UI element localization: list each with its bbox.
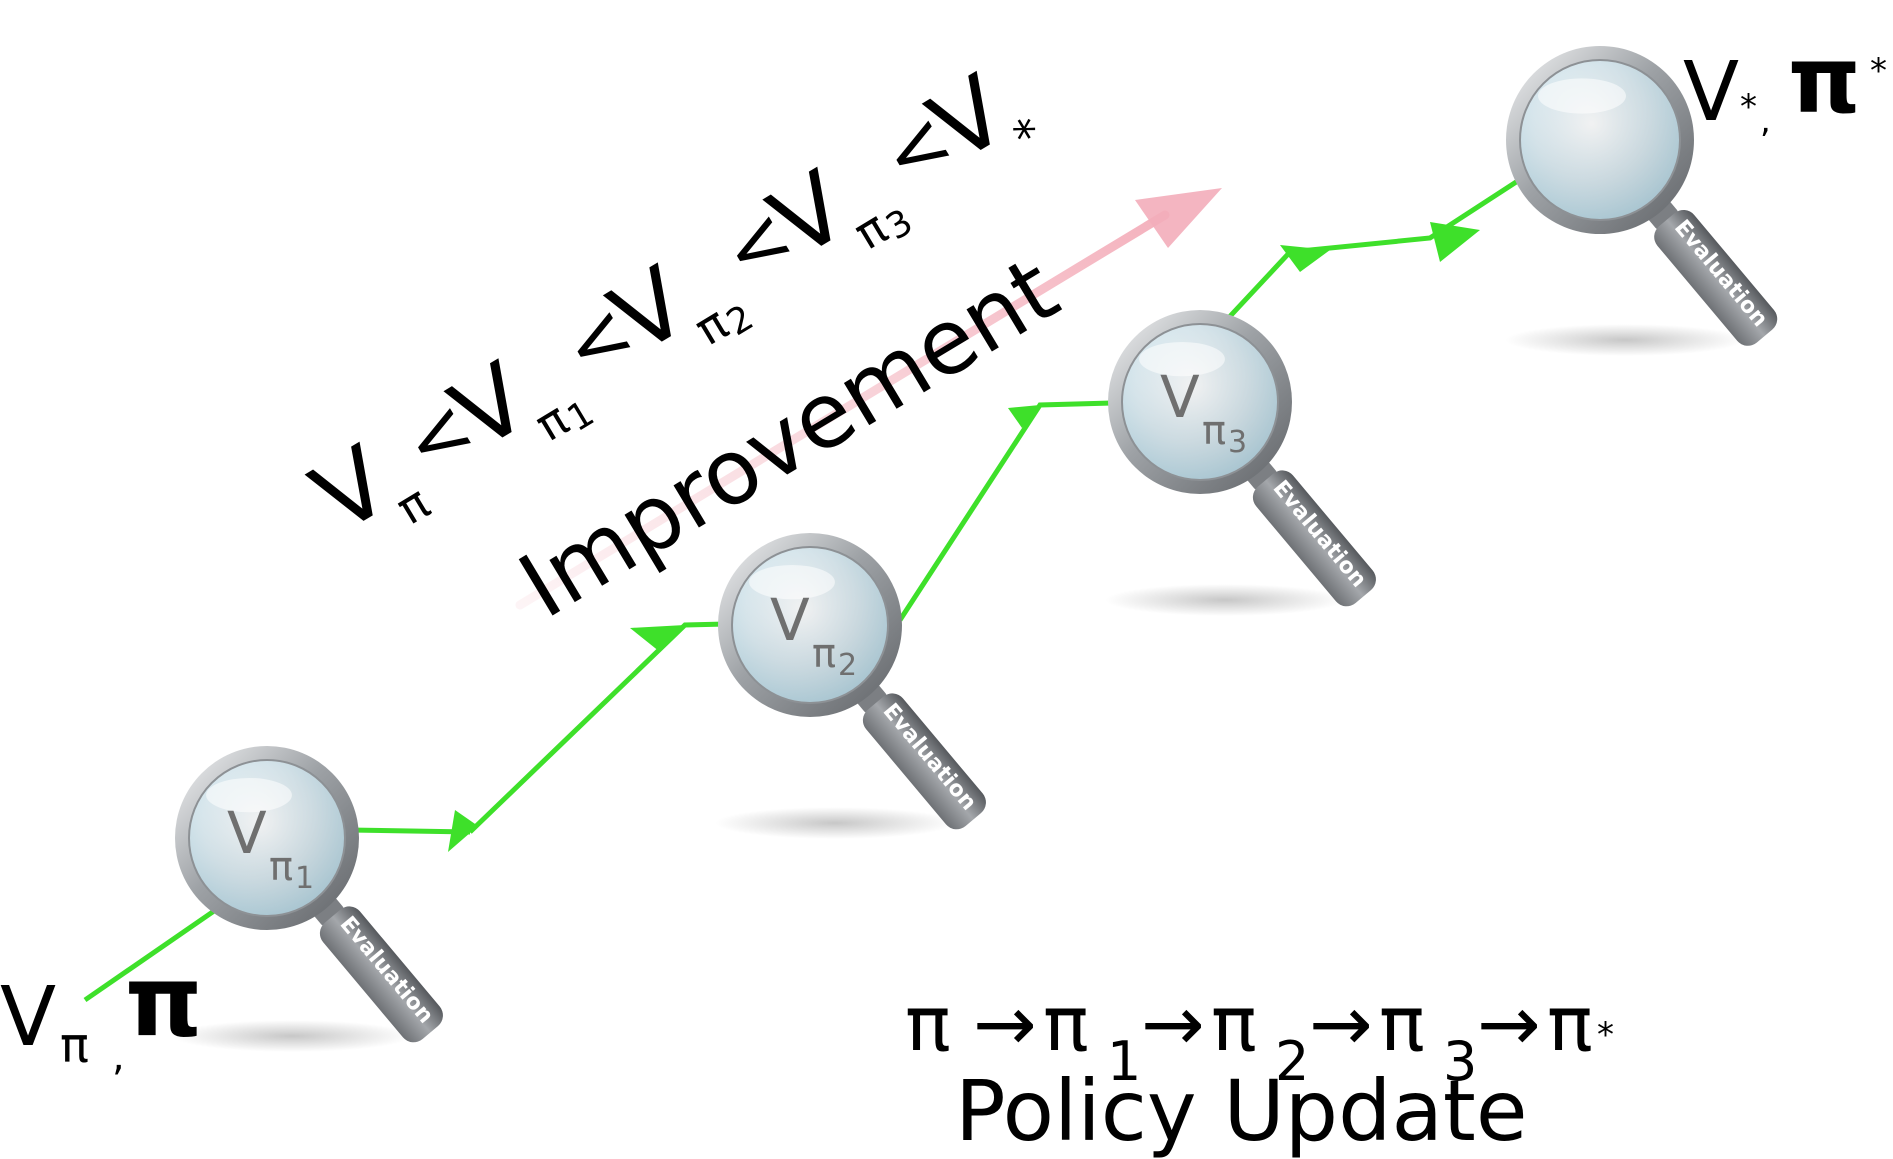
magnifier-shadow [172,1020,412,1052]
magnifier-shadow [715,807,955,839]
policy-pi: π [1379,979,1425,1068]
policy-sub: 2 [1275,1030,1309,1093]
path-arrowhead [630,625,685,652]
magnifier-shadow [1105,584,1345,616]
start-v-sub: π [60,1018,89,1074]
start-label: V π , π [0,945,203,1080]
lens-index: 2 [838,648,857,683]
lens-v: V [770,586,810,654]
path-arrowhead [1280,245,1330,272]
magnifier-4: Evaluation [1505,46,1778,356]
end-pi: π [1788,27,1861,134]
policy-arrow: → [1141,979,1205,1068]
lens-sub: π [1202,408,1226,454]
start-pi: π [125,945,203,1059]
lens-index: 3 [1228,425,1247,460]
glass-highlight [206,777,292,813]
lens-sub: π [269,844,293,890]
policy-pi: π [905,979,951,1068]
end-label: V * , π * [1683,27,1887,141]
policy-pi: π [1547,979,1593,1068]
path-arrowhead [1008,405,1040,428]
glass-highlight [1538,78,1626,114]
path-arrowhead [448,810,478,852]
policy-sub: 3 [1443,1030,1477,1093]
end-v-sub: * [1740,87,1757,127]
policy-arrow: → [1309,979,1373,1068]
path-arrowhead [1430,222,1480,262]
policy-sub: * [1597,1015,1614,1055]
start-comma: , [112,1034,125,1080]
policy-arrow: → [973,979,1037,1068]
policy-update-label: Policy Update [955,1062,1528,1159]
lens-v: V [1160,363,1200,431]
lens-v: V [227,799,267,867]
end-v: V [1683,45,1739,140]
improvement-arrow [515,188,1222,610]
policy-arrow: → [1477,979,1541,1068]
lens-index: 1 [295,861,314,896]
lens-sub: π [812,631,836,677]
start-v: V [0,970,56,1065]
magnifier-shadow [1505,324,1745,356]
end-comma: , [1760,101,1771,141]
policy-pi: π [1043,979,1089,1068]
glass-highlight [749,564,835,600]
end-pi-sub: * [1870,51,1887,91]
policy-sub: 1 [1107,1030,1141,1093]
policy-pi: π [1211,979,1257,1068]
glass-highlight [1139,341,1225,377]
